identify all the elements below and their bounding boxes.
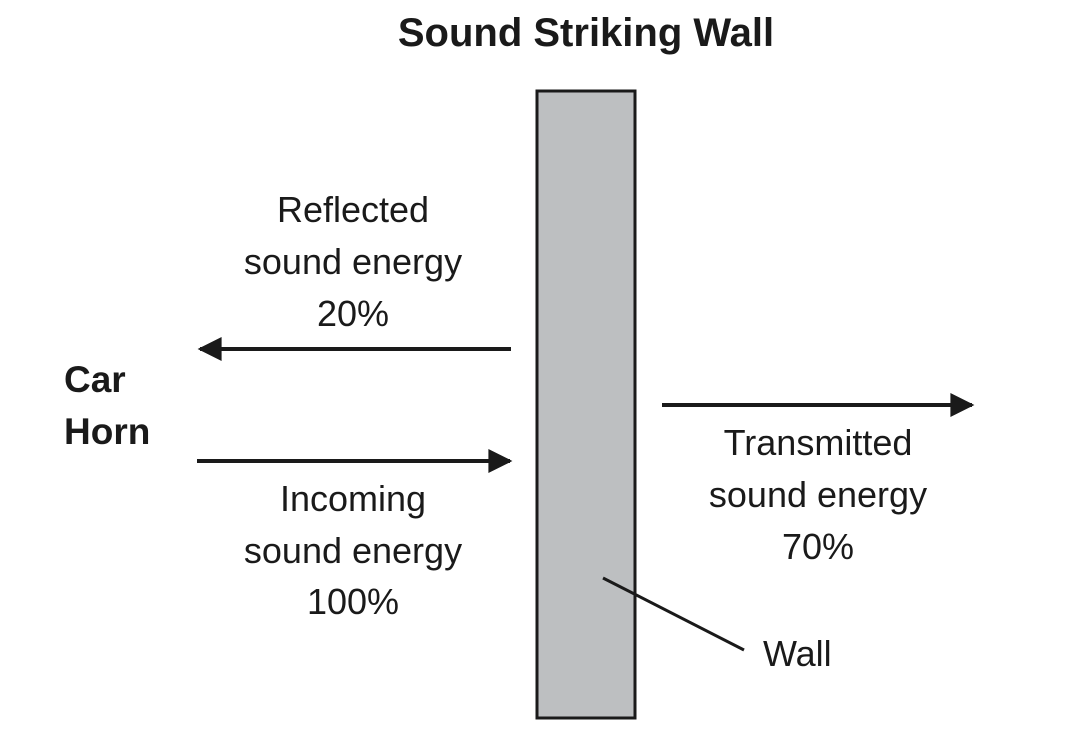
reflected-label-line1: Reflected: [277, 189, 429, 230]
incoming-value: 100%: [307, 581, 399, 622]
transmitted-label-line2: sound energy: [709, 474, 927, 515]
source-label-line2: Horn: [64, 411, 150, 452]
incoming-label-line1: Incoming: [280, 478, 426, 519]
reflected-label-line2: sound energy: [244, 241, 462, 282]
wall-callout-line: [602, 576, 745, 652]
incoming-label-line2: sound energy: [244, 530, 462, 571]
transmitted-label-line1: Transmitted: [724, 422, 913, 463]
wall: [535, 89, 637, 720]
wall-label: Wall: [763, 633, 832, 674]
transmitted-value: 70%: [782, 526, 854, 567]
reflected-value: 20%: [317, 293, 389, 334]
diagram-title: Sound Striking Wall: [398, 11, 774, 55]
source-label-line1: Car: [64, 359, 126, 400]
